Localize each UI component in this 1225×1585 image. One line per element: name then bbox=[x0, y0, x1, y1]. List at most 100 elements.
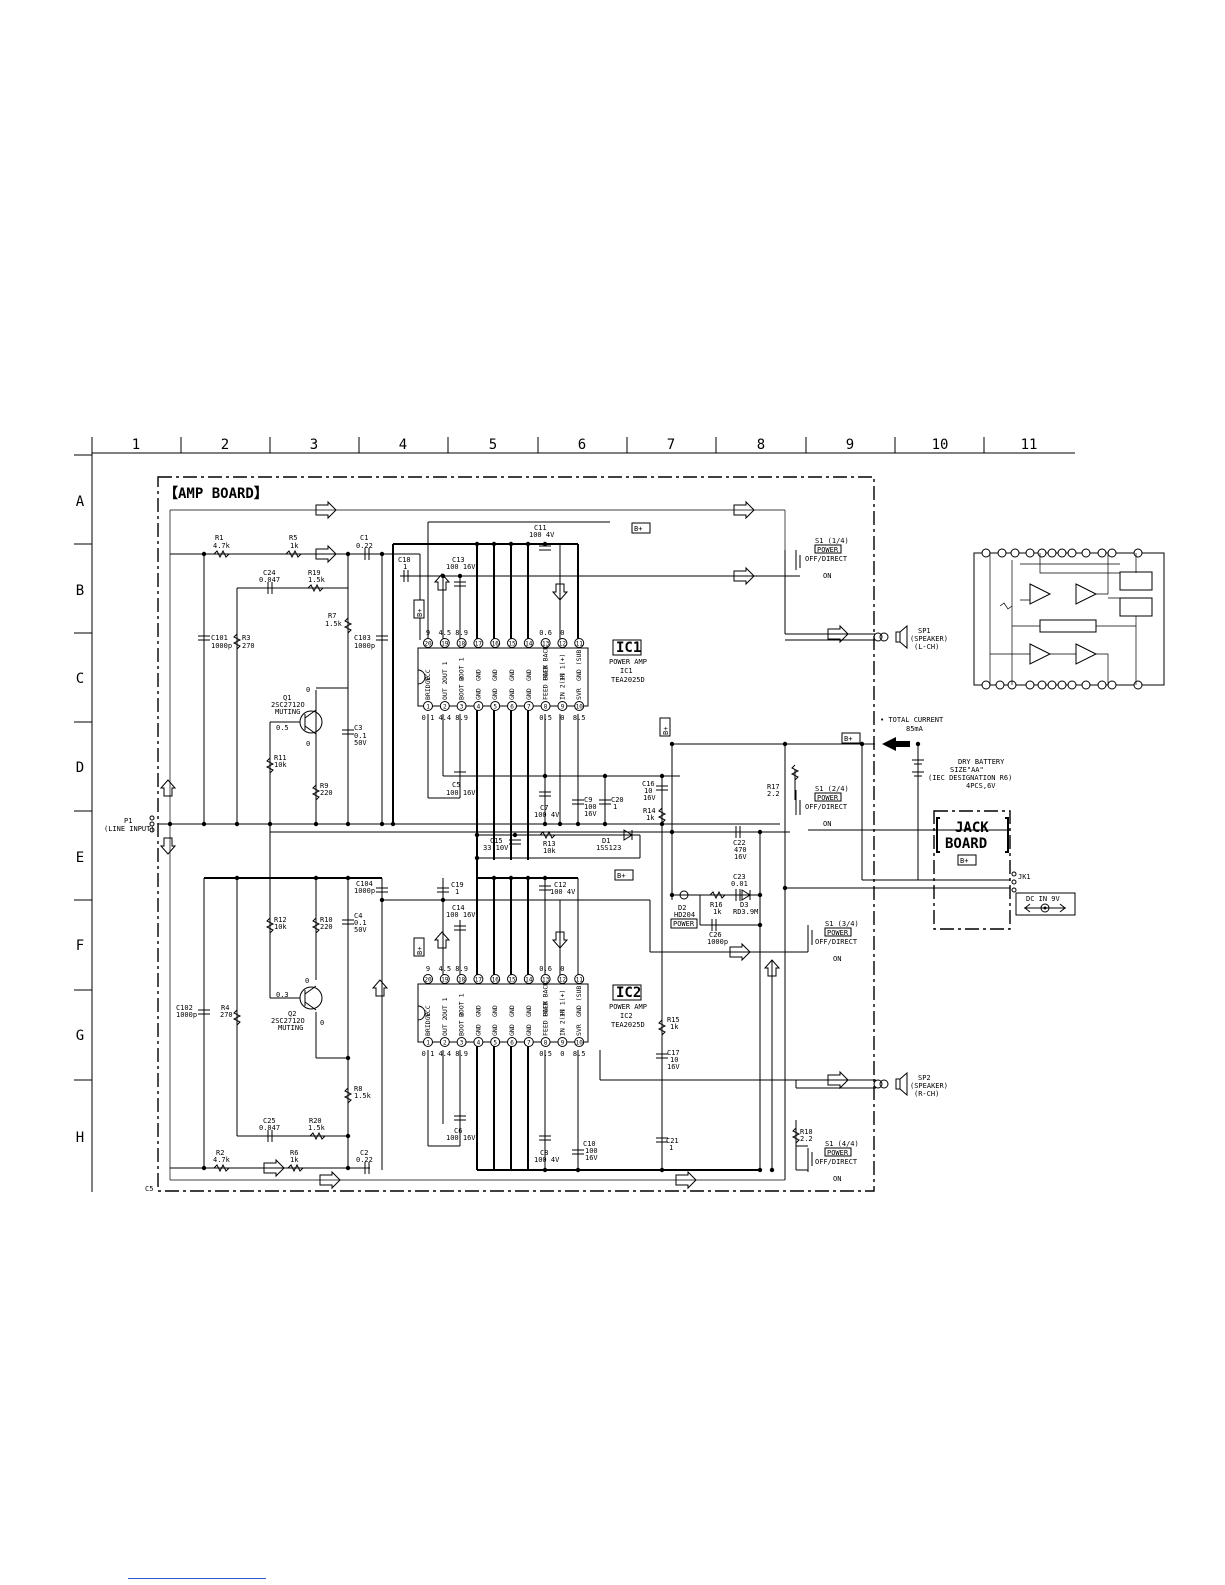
c15-ref: C15 bbox=[490, 837, 503, 845]
ic1-pin-14 bbox=[523, 638, 534, 648]
c18-ref: C18 bbox=[398, 556, 411, 564]
ic2-pin-15 bbox=[507, 974, 517, 984]
ic1-pin-20 bbox=[423, 638, 433, 648]
component-symbols bbox=[149, 545, 924, 1174]
r7-ref: R7 bbox=[328, 612, 336, 620]
ic2-pin-num: 15 bbox=[508, 977, 516, 984]
c10-val: 100 bbox=[585, 1147, 598, 1155]
ic1-pin-label: BRIDGE bbox=[424, 676, 432, 700]
ic2-pin-num: 7 bbox=[527, 1040, 531, 1047]
c24-ref: C24 bbox=[263, 569, 276, 577]
c25-ref: C25 bbox=[263, 1117, 276, 1125]
r3-ref: R3 bbox=[242, 634, 250, 642]
ic1-pin-num: 17 bbox=[475, 641, 483, 648]
ic2-pin-num: 4 bbox=[477, 1040, 481, 1047]
ic1-pin-volt: 8.5 bbox=[573, 714, 586, 722]
c22-val: 470 bbox=[734, 846, 747, 854]
c14-val: 100 16V bbox=[446, 911, 476, 919]
ic2-name: IC2 bbox=[616, 985, 641, 1001]
ic1-pin-18 bbox=[456, 638, 467, 648]
s1-2-on: ON bbox=[823, 820, 831, 828]
q2-v-b: 0.3 bbox=[276, 991, 289, 999]
ic1-pin-label: FEED BACK bbox=[542, 665, 550, 700]
ic1-pin-num: 14 bbox=[525, 641, 533, 648]
c2-val: 0.22 bbox=[356, 1156, 373, 1164]
ic1-pin-12 bbox=[557, 638, 568, 648]
d1-val: 1SS123 bbox=[596, 844, 621, 852]
grid-row-d: D bbox=[76, 760, 84, 776]
s1-1-off: OFF/DIRECT bbox=[805, 555, 848, 563]
battery-line-4: 4PCS,6V bbox=[966, 782, 996, 790]
ic1-pin-label: GND bbox=[525, 669, 533, 681]
block-pin bbox=[981, 680, 991, 690]
q2-func: MUTING bbox=[278, 1024, 303, 1032]
ic2-pin-2 bbox=[439, 1037, 450, 1047]
ic2-pin-num: 6 bbox=[510, 1040, 514, 1047]
corner-mark: C5 bbox=[145, 1185, 153, 1193]
grid-column-labels: 1 2 3 4 5 6 7 8 9 10 11 bbox=[132, 437, 1038, 453]
q2-v-c: 0 bbox=[305, 977, 309, 985]
block-pin bbox=[1025, 548, 1035, 558]
c24-val: 0.047 bbox=[259, 576, 280, 584]
block-pin bbox=[1047, 548, 1057, 558]
ic1-pin-num: 5 bbox=[493, 704, 497, 711]
ic2-pin-volt: 0 bbox=[560, 965, 564, 973]
r16-ref: R16 bbox=[710, 901, 723, 909]
r15-ref: R15 bbox=[667, 1016, 680, 1024]
c14-ref: C14 bbox=[452, 904, 465, 912]
p1-ref: P1 bbox=[124, 817, 132, 825]
r9-ref: R9 bbox=[320, 782, 328, 790]
ic2-pin-label: OUT 2 bbox=[441, 1016, 449, 1036]
ic2-pin-label: GND bbox=[508, 1024, 516, 1036]
ic1-pin-9 bbox=[557, 701, 568, 711]
ic1-pin-num: 1 bbox=[426, 704, 430, 711]
c8-ref: C8 bbox=[540, 1149, 548, 1157]
c104-val: 1000p bbox=[354, 887, 375, 895]
c6-ref: C6 bbox=[454, 1127, 462, 1135]
r20-ref: R20 bbox=[309, 1117, 322, 1125]
r17-val: 2.2 bbox=[767, 790, 780, 798]
ic1-pin-num: 15 bbox=[508, 641, 516, 648]
ic1-pin-label: SVR bbox=[575, 688, 583, 700]
c101-val: 1000p bbox=[211, 642, 232, 650]
ic2-pin-20 bbox=[423, 974, 433, 984]
ic2-pin-num: 10 bbox=[576, 1040, 584, 1047]
bplus-tags: B+ B+ B+ B+ B+ B+ bbox=[413, 522, 861, 957]
c21-ref: C21 bbox=[666, 1137, 679, 1145]
ic1-pin-13 bbox=[540, 638, 551, 648]
c5-ref: C5 bbox=[452, 781, 460, 789]
c3-ref: C3 bbox=[354, 724, 362, 732]
c19-val: 1 bbox=[455, 888, 459, 896]
r6-ref: R6 bbox=[290, 1149, 298, 1157]
r13-val: 10k bbox=[543, 847, 556, 855]
grid-col-5: 5 bbox=[489, 437, 497, 453]
c3-val: 0.1 bbox=[354, 732, 367, 740]
bplus-tag-1: B+ bbox=[634, 525, 642, 533]
ic1-pin-label: BOOT 2 bbox=[458, 676, 466, 700]
ic2-pin-num: 12 bbox=[559, 977, 567, 984]
sp2-type: (SPEAKER) bbox=[910, 1082, 948, 1090]
ic2-pin-volt: 0 bbox=[560, 1050, 564, 1058]
grid-row-h: H bbox=[76, 1130, 84, 1146]
ic2-pin-16 bbox=[490, 974, 501, 984]
ic2-pin-18 bbox=[456, 974, 467, 984]
ic1-pin-num: 12 bbox=[559, 641, 567, 648]
q2-part: 2SC2712O bbox=[271, 1017, 305, 1025]
r10-ref: R10 bbox=[320, 916, 333, 924]
ic2-pin-label: BOOT 1 bbox=[458, 993, 466, 1017]
ic2-pin-volt: 8.9 bbox=[455, 1050, 468, 1058]
grid-frame bbox=[74, 437, 1075, 1192]
ic1-pin-num: 13 bbox=[542, 641, 550, 648]
ic1-pin-num: 2 bbox=[443, 704, 447, 711]
ic1-pin-label: GND bbox=[491, 688, 499, 700]
block-pin bbox=[1057, 548, 1067, 558]
c11-ref: C11 bbox=[534, 524, 547, 532]
grid-col-8: 8 bbox=[757, 437, 765, 453]
ic2-pin-label: GND bbox=[474, 1005, 482, 1017]
d2-ref: D2 bbox=[678, 904, 686, 912]
grid-col-3: 3 bbox=[310, 437, 318, 453]
r15-val: 1k bbox=[670, 1023, 679, 1031]
r14-ref: R14 bbox=[643, 807, 656, 815]
ic2-pin-num: 11 bbox=[576, 977, 584, 984]
